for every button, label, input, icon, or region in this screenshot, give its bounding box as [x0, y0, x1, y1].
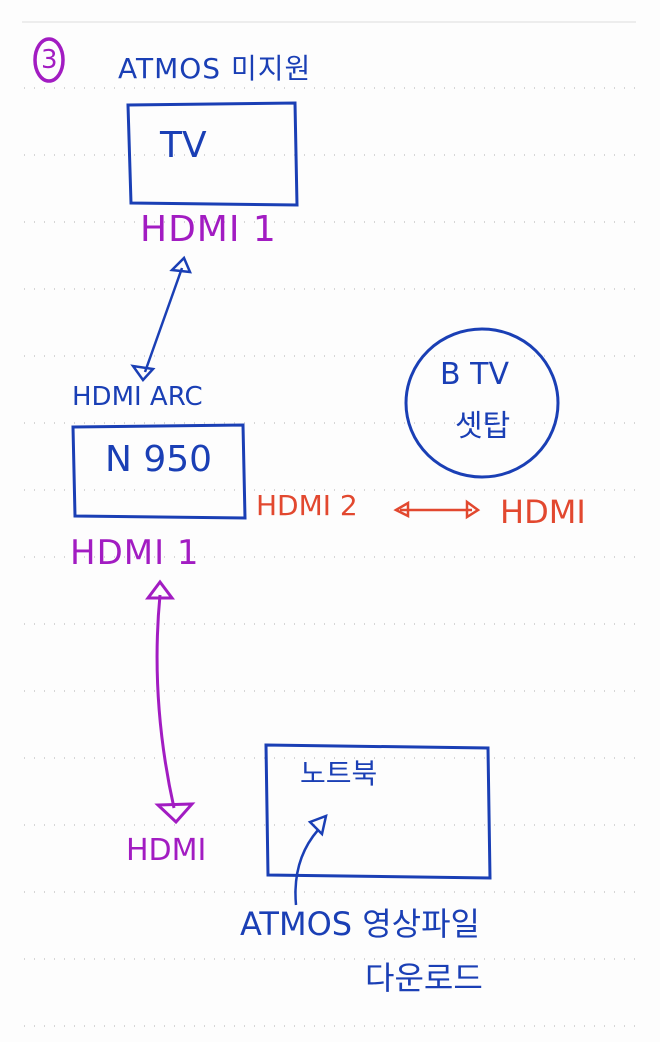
step-number: 3	[41, 47, 58, 73]
soundbar-settop-arrow	[396, 502, 478, 517]
tv-port-label: HDMI 1	[140, 212, 277, 248]
soundbar-arc-port-label: HDMI ARC	[72, 384, 203, 410]
soundbar-in-port-label: HDMI 2	[256, 492, 358, 520]
note-title: ATMOS 미지원	[118, 55, 311, 83]
download-note-line1: ATMOS 영상파일	[240, 908, 480, 940]
laptop-label: 노트북	[300, 760, 377, 788]
soundbar-laptop-arrow	[148, 582, 192, 822]
tv-label: TV	[160, 128, 207, 164]
laptop-port-label: HDMI	[126, 836, 206, 866]
tv-box	[128, 103, 297, 205]
settop-label-line2: 셋탑	[455, 412, 510, 442]
settop-circle	[406, 329, 558, 477]
tv-soundbar-arrow	[133, 258, 190, 380]
settop-port-label: HDMI	[500, 496, 586, 528]
soundbar-out-port-label: HDMI 1	[70, 536, 200, 570]
laptop-download-arrow	[295, 816, 326, 905]
settop-label-line1: B TV	[440, 360, 509, 390]
download-note-line2: 다운로드	[365, 962, 483, 994]
soundbar-label: N 950	[105, 442, 212, 478]
